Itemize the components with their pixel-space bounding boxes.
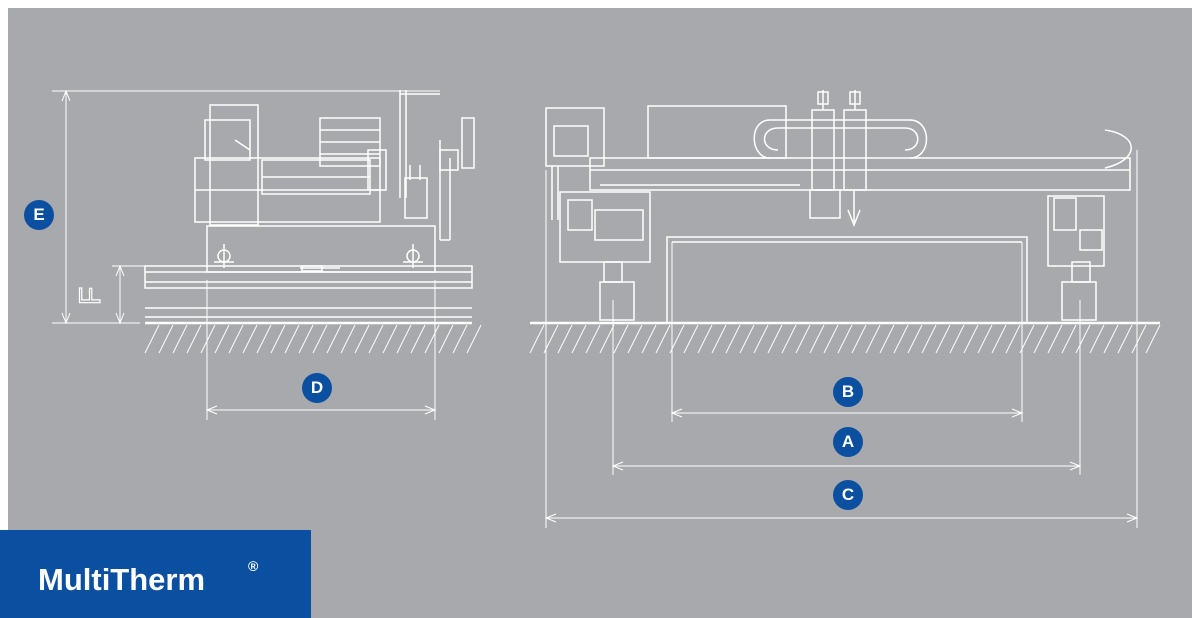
side-torch [399, 90, 475, 241]
side-view [52, 89, 482, 420]
dimension-A-badge: A [833, 427, 863, 457]
side-floor [144, 321, 482, 354]
right-drive-unit [1047, 195, 1105, 321]
front-floor [529, 321, 1161, 354]
brand-name: MultiTherm [38, 562, 206, 597]
dimension-D-badge: D [302, 373, 332, 403]
dimension-B-badge: B [833, 377, 863, 407]
dimension-C [544, 150, 1139, 528]
dimension-C-badge: C [833, 480, 863, 510]
dimension-F [112, 264, 145, 325]
work-table [666, 236, 1028, 324]
dimension-E-badge: E [24, 200, 54, 230]
registered-mark: ® [248, 558, 259, 574]
dimension-E [52, 89, 440, 325]
dimension-F-label: F [74, 287, 107, 305]
gantry-beam [589, 105, 1132, 191]
front-view [529, 90, 1161, 528]
left-drive-unit [545, 107, 651, 321]
side-carriage [206, 225, 436, 273]
brand-box: MultiTherm ® [0, 530, 311, 618]
dimension-A [611, 300, 1082, 475]
dimension-B [670, 242, 1024, 422]
dimension-D [205, 280, 437, 420]
side-rail [144, 265, 473, 318]
torch-carriage [809, 90, 867, 228]
side-beam [194, 104, 387, 226]
